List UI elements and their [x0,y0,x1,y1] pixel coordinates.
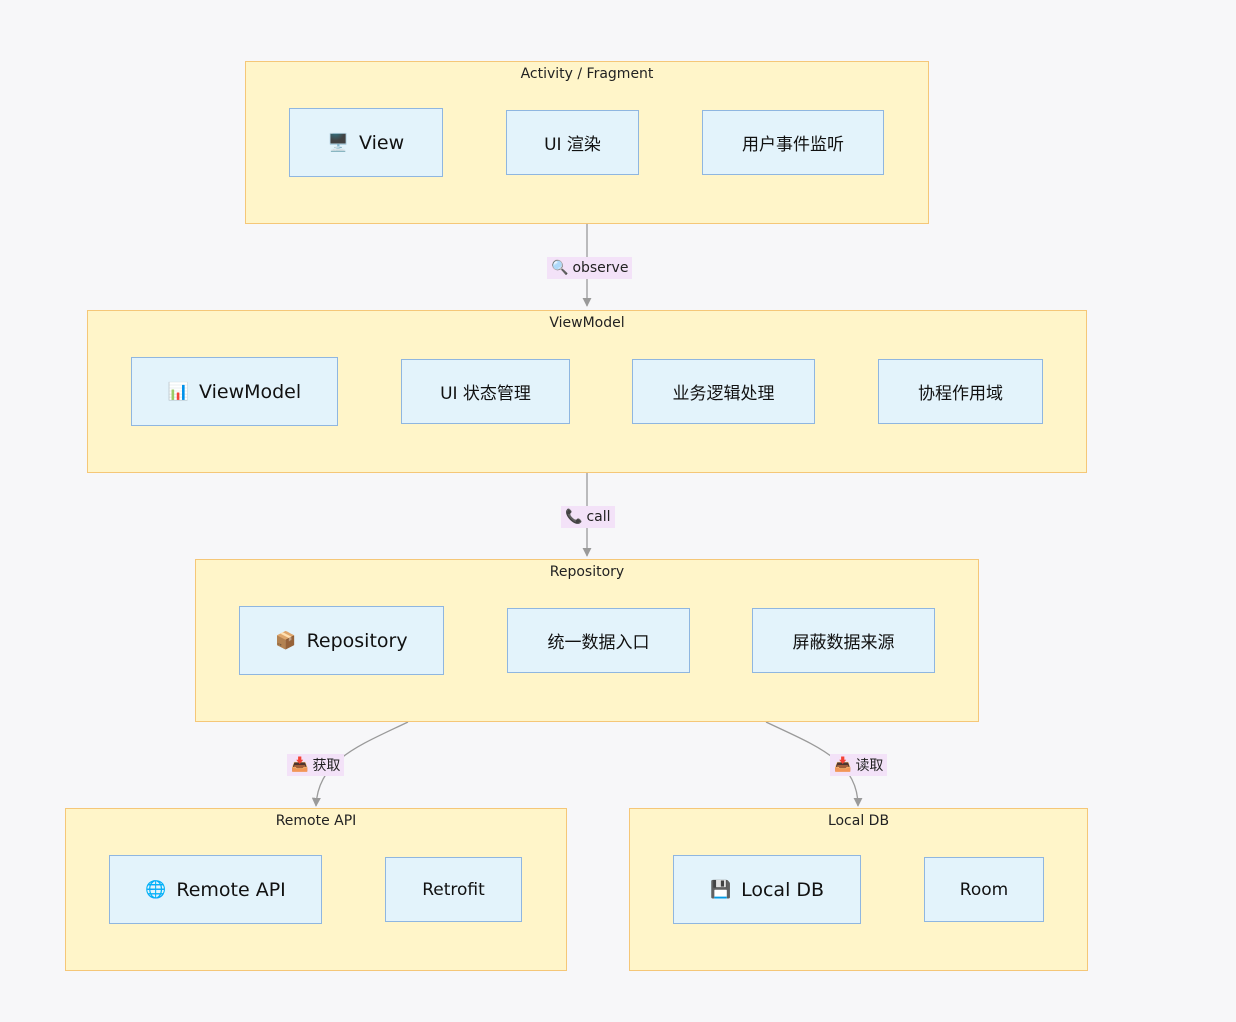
phone-icon: 📞 [565,509,583,525]
node-user-events[interactable]: 用户事件监听 [702,110,884,175]
node-label: Local DB [741,878,825,901]
node-remote-api[interactable]: 🌐 Remote API [109,855,322,924]
edge-label-read: 📥 读取 [830,754,888,776]
node-label: Repository [306,629,408,652]
magnifier-icon: 🔍 [551,260,569,276]
node-label: ViewModel [199,380,302,403]
edge-label-text: observe [572,260,629,276]
node-label: 业务逻辑处理 [672,384,775,404]
edge-label-call: 📞 call [561,506,615,528]
edge-label-text: call [586,509,611,525]
edge-label-text: 读取 [855,758,884,774]
node-unified-entry[interactable]: 统一数据入口 [507,608,690,673]
node-viewmodel[interactable]: 📊 ViewModel [131,357,338,426]
group-title: Remote API [275,813,357,829]
group-title: Local DB [827,813,890,829]
floppy-disk-icon: 💾 [709,879,732,900]
globe-icon: 🌐 [145,879,167,900]
node-label: 统一数据入口 [547,633,650,653]
node-hide-source[interactable]: 屏蔽数据来源 [752,608,935,673]
node-label: View [359,131,405,154]
group-title: ViewModel [549,315,625,331]
node-label: UI 渲染 [544,135,601,155]
node-label: UI 状态管理 [440,384,531,404]
group-title: Repository [549,564,625,580]
node-coroutine-scope[interactable]: 协程作用域 [878,359,1043,424]
edge-label-observe: 🔍 observe [547,257,633,279]
node-label: Retrofit [422,879,485,900]
inbox-icon: 📥 [291,757,309,773]
node-label: 用户事件监听 [742,135,844,155]
edge-read [765,721,863,807]
node-retrofit[interactable]: Retrofit [385,857,522,922]
bar-chart-icon: 📊 [167,381,190,402]
node-repository[interactable]: 📦 Repository [239,606,444,675]
node-label: Remote API [176,878,286,901]
package-icon: 📦 [275,630,297,651]
node-ui-render[interactable]: UI 渲染 [506,110,639,175]
edge-label-text: 获取 [312,758,341,774]
node-label: 屏蔽数据来源 [792,633,895,653]
node-business-logic[interactable]: 业务逻辑处理 [632,359,815,424]
node-label: 协程作用域 [918,384,1003,404]
edge-fetch [311,721,409,807]
group-title: Activity / Fragment [520,66,654,82]
node-local-db[interactable]: 💾 Local DB [673,855,861,924]
node-room[interactable]: Room [924,857,1044,922]
node-ui-state[interactable]: UI 状态管理 [401,359,570,424]
edge-label-fetch: 📥 获取 [287,754,345,776]
node-view[interactable]: 🖥️ View [289,108,443,177]
node-label: Room [959,879,1009,900]
monitor-icon: 🖥️ [327,132,350,153]
inbox-icon: 📥 [834,757,852,773]
